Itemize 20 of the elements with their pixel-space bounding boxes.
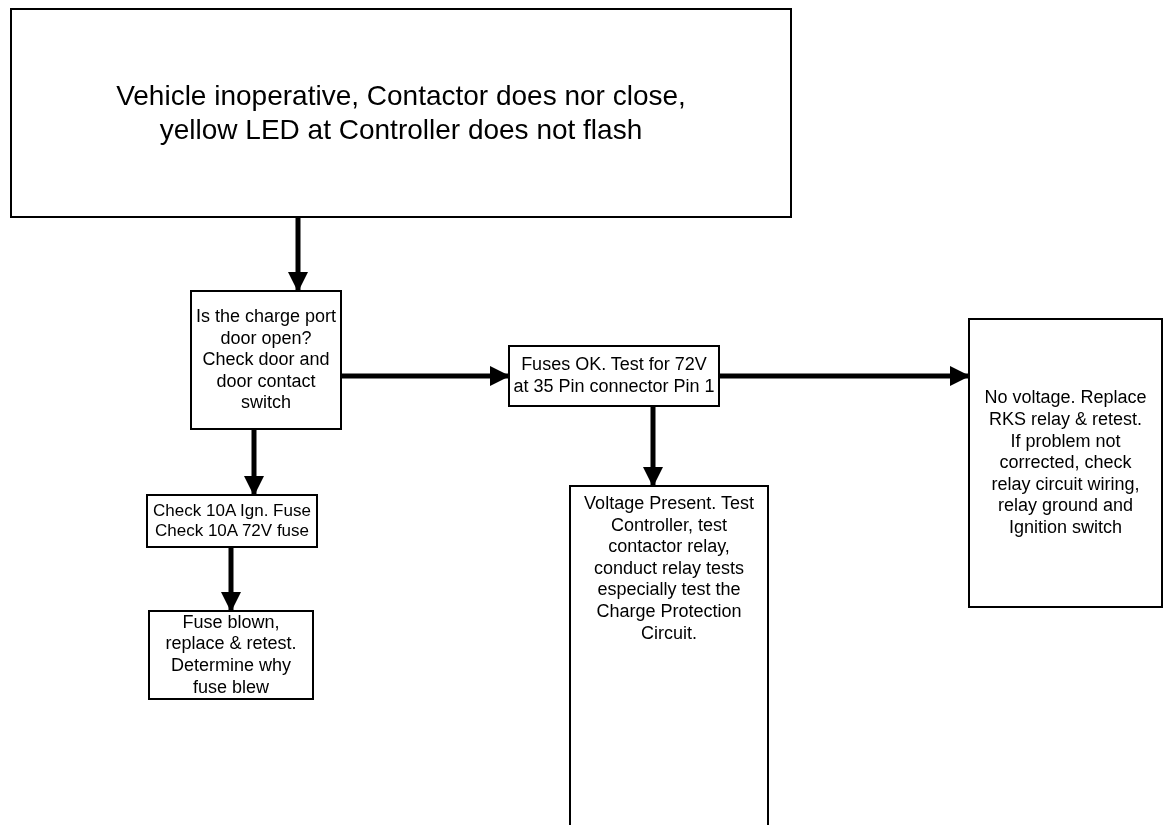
box-text: Fuse blown, replace & retest. Determine why fuse blew [164,611,298,699]
process-box [190,290,342,430]
box-text: No voltage. Replace RKS relay & retest. If problem not corrected, check relay circuit wiring, relay ground and Ignition switch [983,387,1148,539]
arrow [221,548,241,612]
process-box [569,485,769,825]
arrow [288,218,308,292]
arrow [342,366,510,386]
box-text: Fuses OK. Test for 72V at 35 Pin connector Pin 1 [512,354,716,398]
process-box [508,345,720,407]
process-box [146,494,318,548]
arrow [720,366,970,386]
box-text: Is the charge port door open? Check door and door contact switch [194,306,338,414]
box-text: Vehicle inoperative, Contactor does nor close, yellow LED at Controller does not flash [115,79,687,147]
box-text: Check 10A Ign. Fuse Check 10A 72V fuse [152,500,312,542]
process-box [10,8,792,218]
process-box [968,318,1163,608]
process-box [148,610,314,700]
arrow [643,407,663,487]
box-text: Voltage Present. Test Controller, test contactor relay, conduct relay tests especially test the Charge Protection Circuit. [583,493,755,645]
arrow [244,430,264,496]
